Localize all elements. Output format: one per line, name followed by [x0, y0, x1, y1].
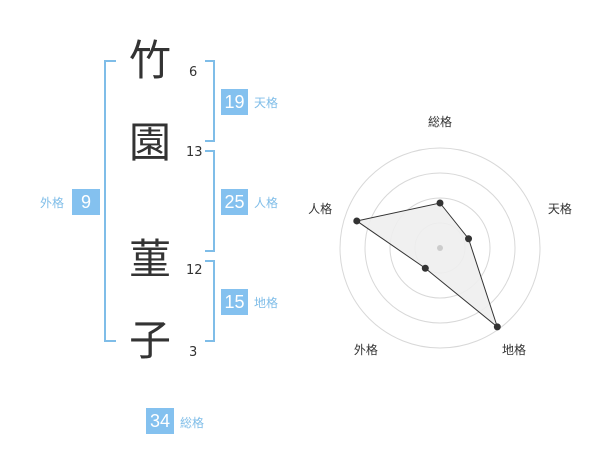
tenkaku-bracket [205, 60, 215, 142]
gaikaku-label: 外格 [40, 196, 65, 210]
radar-axis-label: 地格 [502, 342, 526, 357]
radar-point-4 [421, 264, 429, 272]
radar-axis-label: 天格 [548, 201, 572, 216]
stroke-count-2: 13 [186, 145, 203, 160]
chikaku-bracket [205, 260, 215, 342]
tenkaku-label: 天格 [254, 96, 279, 110]
name-char-3: 菫 [128, 235, 171, 284]
radar-ring-2 [389, 197, 491, 299]
radar-polygon [355, 202, 499, 329]
stroke-count-4: 3 [189, 345, 198, 360]
radar-ring-4 [339, 147, 541, 349]
tenkaku-value: 19 [221, 89, 248, 115]
gaikaku-bracket [104, 60, 116, 342]
radar-points [353, 199, 501, 331]
name-char-2: 園 [128, 118, 171, 167]
radar-axis-label: 外格 [354, 342, 378, 357]
name-char-1: 竹 [128, 36, 171, 85]
radar-axis-label: 人格 [308, 201, 332, 216]
soukaku-value: 34 [146, 408, 174, 434]
radar-point-2 [465, 235, 473, 243]
jinkaku-bracket [205, 150, 215, 252]
gaikaku-value: 9 [72, 189, 100, 215]
radar-point-5 [353, 217, 361, 225]
radar-point-1 [436, 199, 444, 207]
chikaku-label: 地格 [254, 296, 279, 310]
radar-axis-label: 総格 [428, 114, 452, 129]
jinkaku-label: 人格 [254, 196, 279, 210]
radar-ring-3 [364, 172, 516, 324]
chikaku-value: 15 [221, 289, 248, 315]
name-char-4: 子 [128, 316, 171, 365]
stroke-count-3: 12 [186, 263, 203, 278]
soukaku-label: 総格 [180, 416, 205, 430]
radar-center-dot [437, 245, 443, 251]
stroke-count-1: 6 [189, 65, 198, 80]
radar-point-3 [493, 323, 501, 331]
jinkaku-value: 25 [221, 189, 248, 215]
